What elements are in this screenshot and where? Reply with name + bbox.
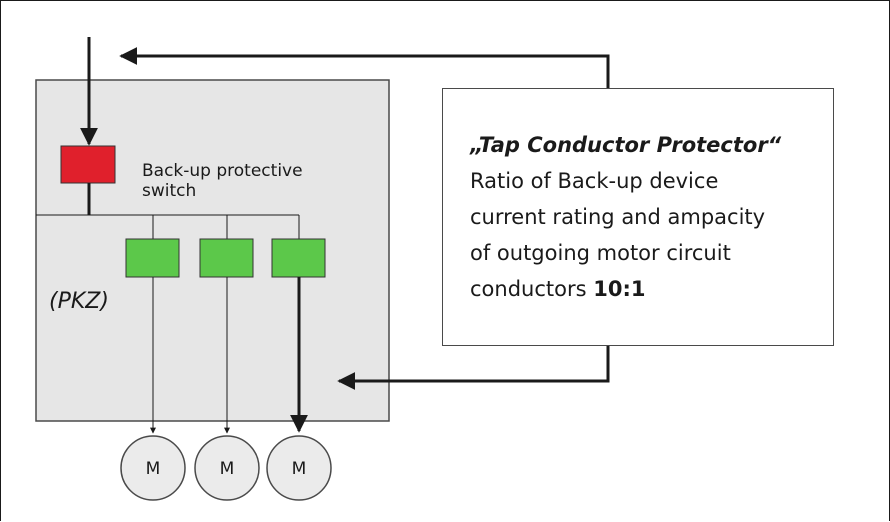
motor-2 [194, 435, 260, 501]
note-title: „Tap Conductor Protector“ [470, 133, 782, 157]
backup-switch-label-line2: switch [142, 181, 197, 201]
motor-starter-1 [125, 238, 180, 278]
motor-3-label: M [292, 459, 307, 479]
motor-1-label: M [146, 459, 161, 479]
motor-starter-3 [271, 238, 326, 278]
motor-starter-2 [199, 238, 254, 278]
note-line-4: conductors 10:1 [470, 271, 833, 307]
motor-3 [266, 435, 332, 501]
note-line-4-text: conductors [470, 277, 587, 301]
backup-switch-label: Back-up protective switch [142, 161, 352, 201]
tap-conductor-note: „Tap Conductor Protector“ Ratio of Back-… [442, 88, 834, 346]
note-line-1: Ratio of Back-up device [470, 169, 719, 193]
backup-switch-label-line1: Back-up protective [142, 161, 303, 181]
motor-2-label: M [220, 459, 235, 479]
callout-arrow-top [119, 47, 610, 88]
callout-arrow-bottom [337, 346, 610, 390]
note-ratio: 10:1 [593, 277, 646, 301]
note-line-3: of outgoing motor circuit [470, 241, 731, 265]
backup-switch [60, 145, 116, 184]
note-line-2: current rating and ampacity [470, 205, 766, 229]
pkz-label: (PKZ) [49, 289, 109, 314]
motor-1 [120, 435, 186, 501]
